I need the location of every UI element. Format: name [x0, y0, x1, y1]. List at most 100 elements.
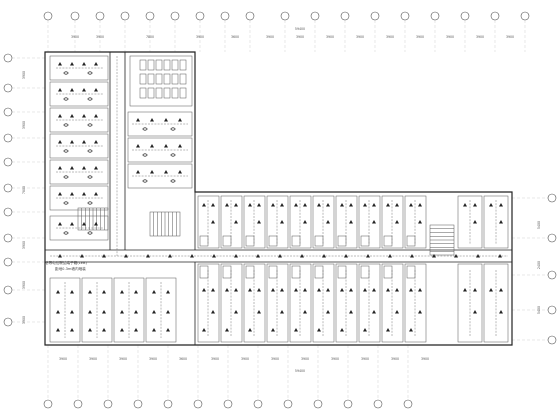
toilet-cubicle	[147, 73, 155, 85]
axis-bubble-left	[3, 83, 13, 93]
axis-bubble-left	[3, 233, 13, 243]
axis-bubble-bottom	[73, 399, 83, 409]
toilet-cubicle	[179, 87, 187, 99]
guest-room-lower	[197, 263, 220, 343]
right-dim-3: 5400	[537, 306, 541, 314]
left-dimension-column: 3900 3900 7800 3900 3900 3900	[22, 71, 26, 324]
lamp-symbol	[88, 310, 92, 314]
left-dim-5: 3900	[22, 281, 26, 289]
lamp-symbol	[58, 88, 62, 92]
toilet-cubicle	[179, 73, 187, 85]
lamp-symbol	[82, 62, 86, 66]
guest-room-upper	[381, 195, 404, 249]
lamp-symbol	[94, 166, 98, 170]
toilet-cubicle	[163, 59, 171, 71]
lamp-symbol	[70, 192, 74, 196]
guest-room-upper	[220, 195, 243, 249]
guest-room-upper	[483, 195, 509, 249]
stairs-east	[429, 224, 455, 256]
top-dim-8: 3900	[326, 35, 334, 39]
axis-bubble-top	[520, 11, 530, 21]
lamp-symbol	[303, 310, 307, 314]
lamp-symbol	[409, 203, 413, 207]
lamp-symbol	[178, 144, 182, 148]
lamp-symbol	[134, 310, 138, 314]
axis-bubble-top	[400, 11, 410, 21]
toilet-cubicle	[171, 73, 179, 85]
bathroom-upper	[199, 235, 209, 247]
lamp-symbol	[499, 203, 503, 207]
bathroom-lower	[291, 265, 301, 279]
lamp-symbol	[58, 140, 62, 144]
lamp-symbol	[152, 290, 156, 294]
lamp-symbol	[294, 288, 298, 292]
axis-bubble-top	[95, 11, 105, 21]
south-west-room	[49, 277, 81, 343]
lamp-symbol	[386, 288, 390, 292]
lamp-symbol	[344, 254, 348, 258]
lamp-symbol	[70, 222, 74, 226]
top-dim-11: 3900	[416, 35, 424, 39]
axis-bubble-right	[547, 305, 557, 315]
guest-room-lower	[266, 263, 289, 343]
west-room	[49, 159, 109, 185]
lamp-symbol	[388, 254, 392, 258]
bottom-dim-13: 3900	[421, 357, 429, 361]
axis-bubble-top	[460, 11, 470, 21]
lamp-symbol	[499, 310, 503, 314]
bottom-dim-11: 3900	[361, 357, 369, 361]
lamp-symbol	[248, 203, 252, 207]
lamp-symbol	[120, 310, 124, 314]
bottom-dim-4: 3900	[149, 357, 157, 361]
axis-bubble-bottom	[163, 399, 173, 409]
lamp-symbol	[463, 288, 467, 292]
toilet-cubicle	[155, 87, 163, 99]
lamp-symbol	[136, 144, 140, 148]
lamp-symbol	[489, 203, 493, 207]
lamp-symbol	[473, 310, 477, 314]
axis-bubble-top	[340, 11, 350, 21]
axis-bubble-bottom	[253, 399, 263, 409]
lamp-symbol	[70, 140, 74, 144]
lamp-symbol	[70, 328, 74, 332]
axis-bubble-right	[547, 270, 557, 280]
bathroom-lower	[360, 265, 370, 279]
lamp-symbol	[58, 254, 62, 258]
guest-room-upper	[358, 195, 381, 249]
top-dimension-row: 3900 3900 7800 3900 3600 3900 3900 3900 …	[71, 27, 514, 39]
lamp-symbol	[150, 118, 154, 122]
lamp-symbol	[94, 62, 98, 66]
stairs-west	[77, 207, 109, 231]
lamp-symbol	[211, 220, 215, 224]
lamp-symbol	[280, 310, 284, 314]
guest-room-lower	[289, 263, 312, 343]
guest-room-lower	[457, 263, 483, 343]
light-fixtures	[56, 62, 503, 332]
axis-bubble-left	[3, 157, 13, 167]
west-room	[49, 133, 109, 159]
lamp-symbol	[120, 290, 124, 294]
lamp-symbol	[303, 220, 307, 224]
lamp-symbol	[418, 310, 422, 314]
lamp-symbol	[257, 310, 261, 314]
bathroom-upper	[245, 235, 255, 247]
guest-room-upper	[457, 195, 483, 249]
bathroom-upper	[406, 235, 416, 247]
axis-bubble-top	[195, 11, 205, 21]
lamp-symbol	[326, 310, 330, 314]
lamp-symbol	[166, 290, 170, 294]
lamp-symbol	[102, 290, 106, 294]
lamp-symbol	[82, 166, 86, 170]
axis-bubble-right	[547, 193, 557, 203]
lamp-symbol	[489, 288, 493, 292]
lamp-symbol	[164, 144, 168, 148]
axis-bubble-left	[3, 207, 13, 217]
toilet-cubicle	[155, 73, 163, 85]
lamp-symbol	[473, 220, 477, 224]
building-outline	[44, 51, 513, 346]
lamp-symbol	[202, 288, 206, 292]
lamp-symbol	[136, 118, 140, 122]
lamp-symbol	[56, 310, 60, 314]
lamp-symbol	[225, 288, 229, 292]
axis-bubble-top	[490, 11, 500, 21]
